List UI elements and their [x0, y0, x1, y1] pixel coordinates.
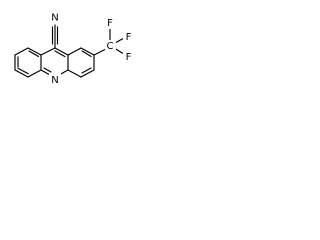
atom-n-top: N — [51, 13, 58, 24]
atom-f1: F — [107, 18, 113, 29]
bond-right-inner-2 — [81, 67, 92, 74]
bond-left-inner-1 — [28, 50, 40, 58]
atom-c-cf3: C — [107, 41, 114, 52]
bond-center-5 — [40, 69, 51, 76]
bond-center-inner-1 — [54, 50, 66, 58]
bond-cf3-f2 — [114, 37, 125, 44]
bond-right-4 — [80, 69, 95, 78]
bond-center-2 — [54, 47, 69, 56]
atom-f2-bg — [123, 31, 134, 43]
bond-center-1 — [40, 47, 56, 56]
bond-left-1 — [27, 47, 42, 56]
atom-f3: F — [126, 52, 132, 63]
atom-n-ring: N — [51, 75, 58, 86]
atom-f1-bg — [104, 17, 116, 29]
atom-c-cf3-bg — [105, 40, 116, 52]
bond-left-6 — [14, 47, 29, 56]
bond-center-inner-2 — [43, 67, 52, 73]
atom-n-ring-bg — [49, 73, 61, 86]
bond-right-2 — [80, 47, 95, 56]
atom-n-top-bg — [49, 11, 61, 24]
bond-right-5 — [67, 69, 82, 78]
bond-right-1 — [67, 47, 82, 56]
bond-right-inner-1 — [81, 50, 92, 58]
atom-f2: F — [126, 32, 132, 43]
chemical-structure: N N C F F F — [14, 11, 134, 86]
bond-left-3 — [27, 69, 42, 78]
bond-left-inner-2 — [17, 67, 29, 75]
atom-f3-bg — [123, 51, 134, 63]
bond-left-4 — [14, 69, 29, 78]
